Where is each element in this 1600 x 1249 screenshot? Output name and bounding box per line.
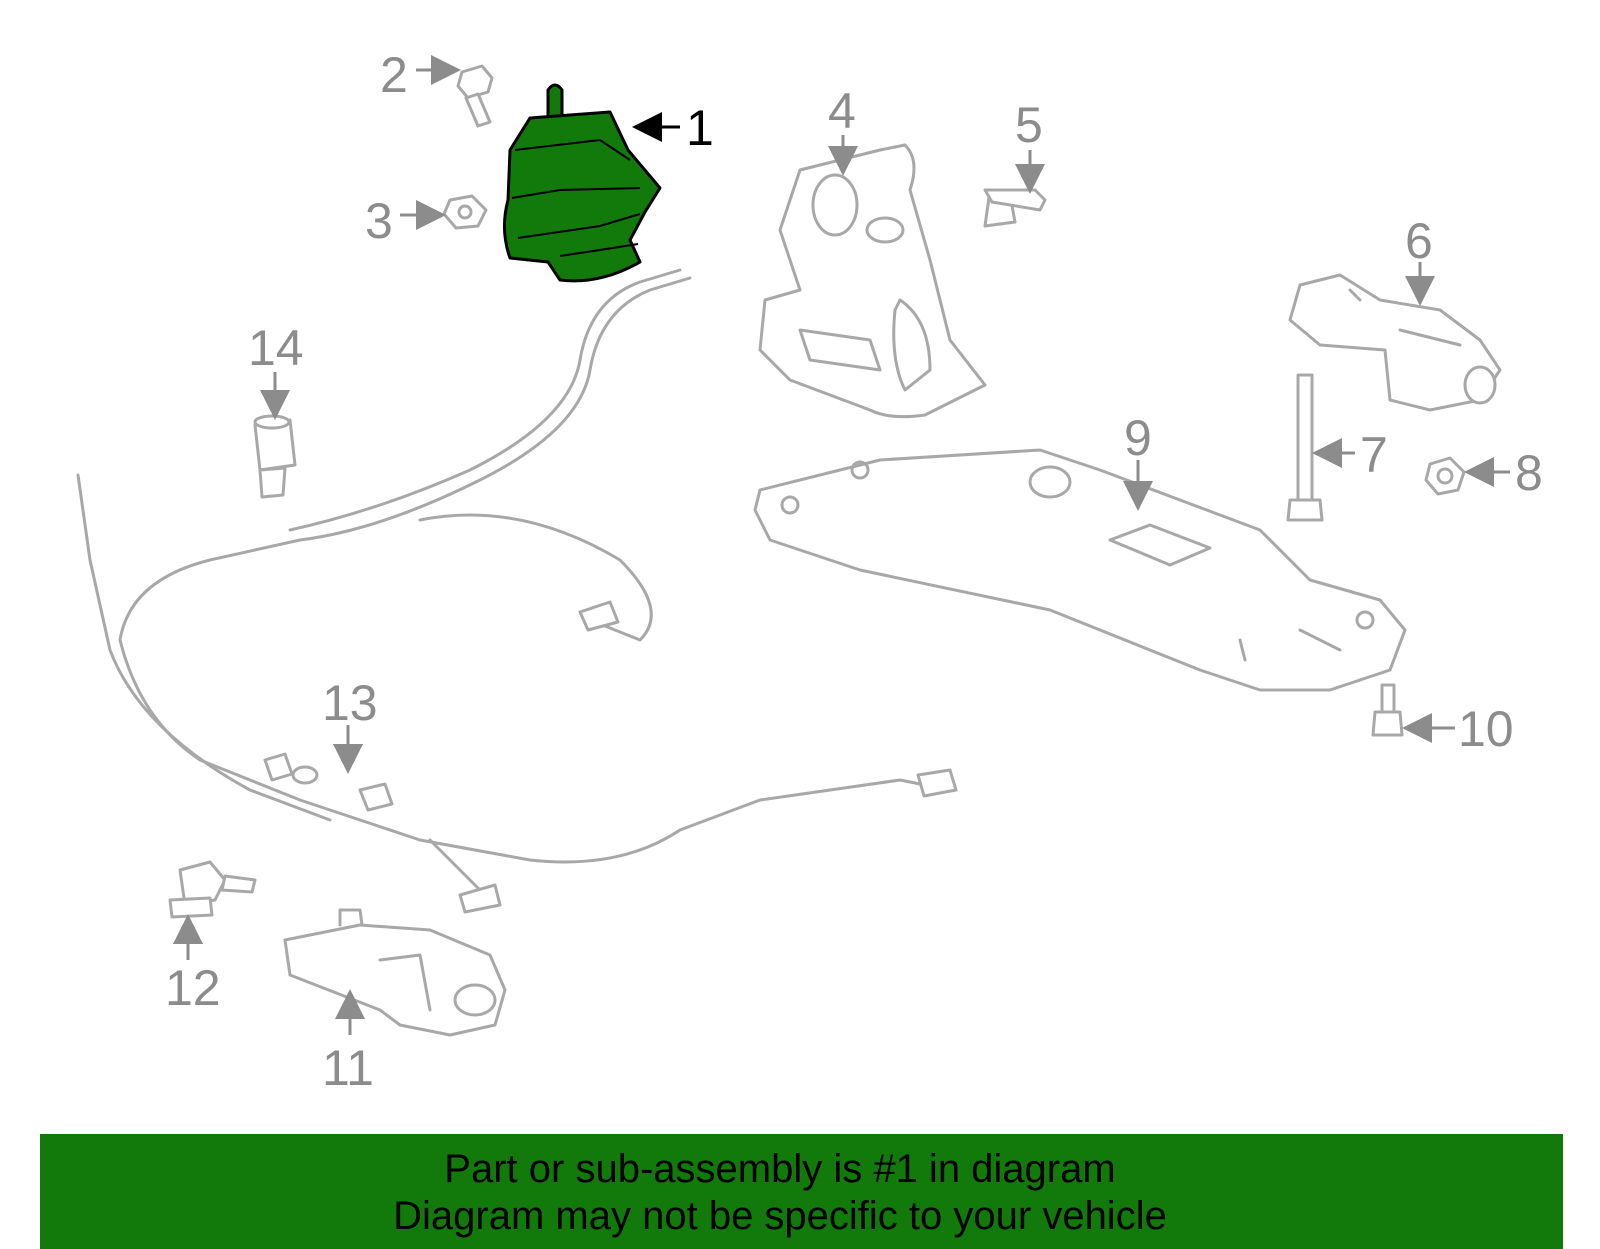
nut-part-3[interactable] bbox=[442, 194, 488, 230]
callout-12: 12 bbox=[165, 960, 221, 1016]
callout-9: 9 bbox=[1124, 410, 1152, 466]
callout-4: 4 bbox=[828, 83, 856, 139]
sensor-part-14[interactable] bbox=[253, 414, 297, 499]
sensor-part-12[interactable] bbox=[168, 860, 257, 919]
engine-mount-part-1[interactable] bbox=[503, 83, 662, 283]
callout-arrows bbox=[173, 55, 1510, 1035]
module-part-11[interactable] bbox=[283, 908, 507, 1037]
callout-13: 13 bbox=[322, 675, 378, 731]
nut-part-8[interactable] bbox=[1424, 456, 1466, 496]
banner-line-1: Part or sub-assembly is #1 in diagram bbox=[444, 1147, 1116, 1191]
mount-bracket-part-4[interactable] bbox=[758, 143, 987, 419]
callout-10: 10 bbox=[1458, 701, 1514, 757]
transmission-mount-part-6[interactable] bbox=[1288, 273, 1502, 412]
banner-line-2: Diagram may not be specific to your vehi… bbox=[393, 1194, 1167, 1238]
info-banner: Part or sub-assembly is #1 in diagram Di… bbox=[40, 1134, 1563, 1249]
bolt-part-10[interactable] bbox=[1371, 683, 1404, 737]
callout-7: 7 bbox=[1360, 427, 1388, 483]
callout-14: 14 bbox=[248, 320, 304, 376]
callout-6: 6 bbox=[1405, 213, 1433, 269]
parts-diagram: 1 2 3 4 5 6 7 8 9 10 11 12 13 14 bbox=[76, 47, 1543, 1096]
crossmember-part-9[interactable] bbox=[753, 448, 1407, 692]
callout-3: 3 bbox=[365, 193, 393, 249]
callout-5: 5 bbox=[1015, 97, 1043, 153]
callout-1: 1 bbox=[686, 100, 714, 156]
wiring-harness-part-13[interactable] bbox=[76, 268, 958, 914]
callout-11: 11 bbox=[322, 1040, 374, 1096]
bolt-part-7[interactable] bbox=[1286, 373, 1324, 522]
callout-8: 8 bbox=[1515, 445, 1543, 501]
bolt-part-5[interactable] bbox=[983, 188, 1047, 228]
bolt-part-2[interactable] bbox=[456, 64, 494, 128]
callout-2: 2 bbox=[380, 47, 408, 103]
